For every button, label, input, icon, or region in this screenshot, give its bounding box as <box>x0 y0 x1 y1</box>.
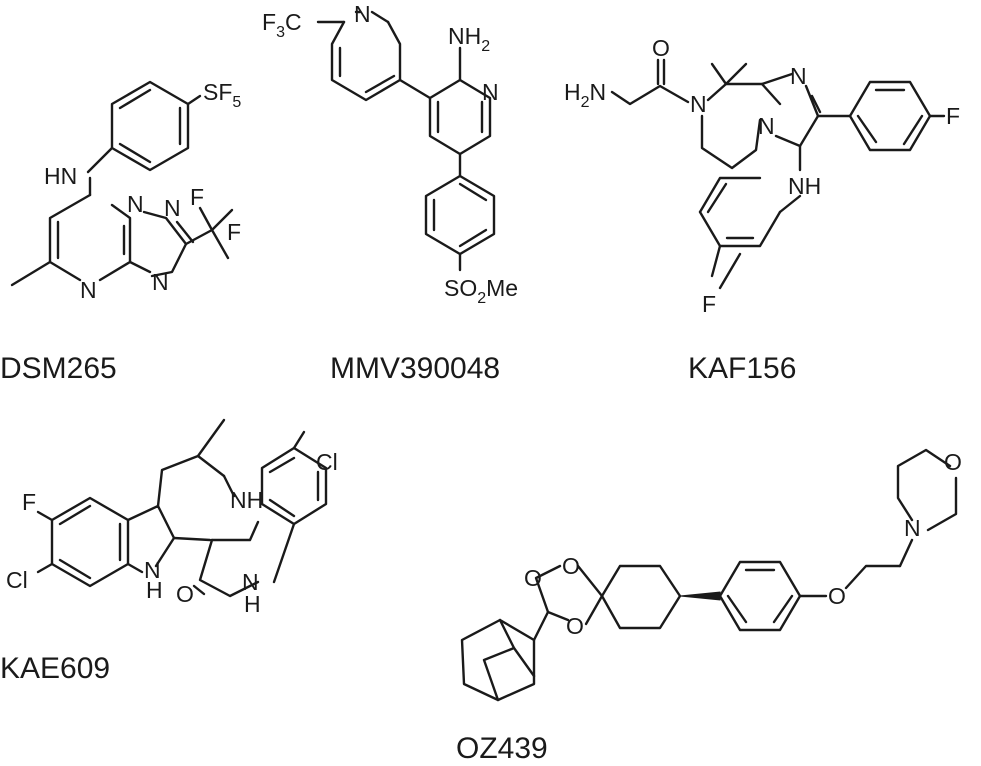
dsm265-atom-f2: F <box>227 219 241 245</box>
mmv390048-label: MMV390048 <box>330 352 500 385</box>
oz439-atom-o2: O <box>524 565 542 591</box>
kaf156-atom-f-right: F <box>946 103 960 129</box>
oz439-atom-o-eth: O <box>828 583 846 609</box>
kaf156-atom-f-bottom: F <box>702 291 716 317</box>
kae609-atom-h-ind: H <box>146 577 163 603</box>
kae609-atom-o: O <box>176 581 194 607</box>
oz439-atom-o1: O <box>562 553 580 579</box>
kae609-atom-cl-right: Cl <box>316 449 338 475</box>
kae609-structure <box>36 418 328 598</box>
dsm265-atom-n2: N <box>127 191 144 217</box>
oz439-atom-o-morph: O <box>944 449 962 475</box>
dsm265-atom-n1: N <box>80 277 97 303</box>
kae609-atom-n-ind: N <box>144 557 161 583</box>
kaf156-structure <box>610 58 946 290</box>
dsm265-structure <box>10 80 234 287</box>
mmv390048-atom-f3c: F3C <box>262 9 302 41</box>
mmv390048-atom-so2me: SO2Me <box>444 275 518 307</box>
kae609-atom-cl-left: Cl <box>6 567 28 593</box>
kae609-atom-nh-top: NH <box>230 487 263 513</box>
kaf156-atom-n-im1: N <box>790 63 807 89</box>
oz439-atom-n-morph: N <box>904 515 921 541</box>
dsm265-atom-n4: N <box>152 269 169 295</box>
mmv390048-atom-nh2: NH2 <box>448 23 490 55</box>
oz439-label: OZ439 <box>456 732 548 765</box>
kaf156-atom-h2n: H2N <box>564 79 606 111</box>
oz439-structure <box>460 448 958 702</box>
kaf156-label: KAF156 <box>688 352 796 385</box>
dsm265-label: DSM265 <box>0 352 117 385</box>
dsm265-atom-sf: SF5 <box>203 79 241 111</box>
mmv390048-atom-n-pyr: N <box>482 79 499 105</box>
dsm265-atom-hn: HN <box>44 163 77 189</box>
kae609-label: KAE609 <box>0 652 110 685</box>
oz439-atom-o3: O <box>566 613 584 639</box>
kae609-atom-f: F <box>22 489 36 515</box>
dsm265-atom-f1: F <box>190 184 204 210</box>
kae609-atom-n-lac: N <box>242 569 259 595</box>
mmv390048-structure <box>316 10 496 272</box>
dsm265-atom-n3: N <box>164 195 181 221</box>
mmv390048-atom-n-top: N <box>354 1 371 27</box>
kaf156-atom-o: O <box>652 35 670 61</box>
kaf156-atom-n-im2: N <box>758 113 775 139</box>
kaf156-atom-nh: NH <box>788 173 821 199</box>
kae609-atom-h-lac: H <box>244 591 261 617</box>
kaf156-atom-n-am: N <box>690 91 707 117</box>
